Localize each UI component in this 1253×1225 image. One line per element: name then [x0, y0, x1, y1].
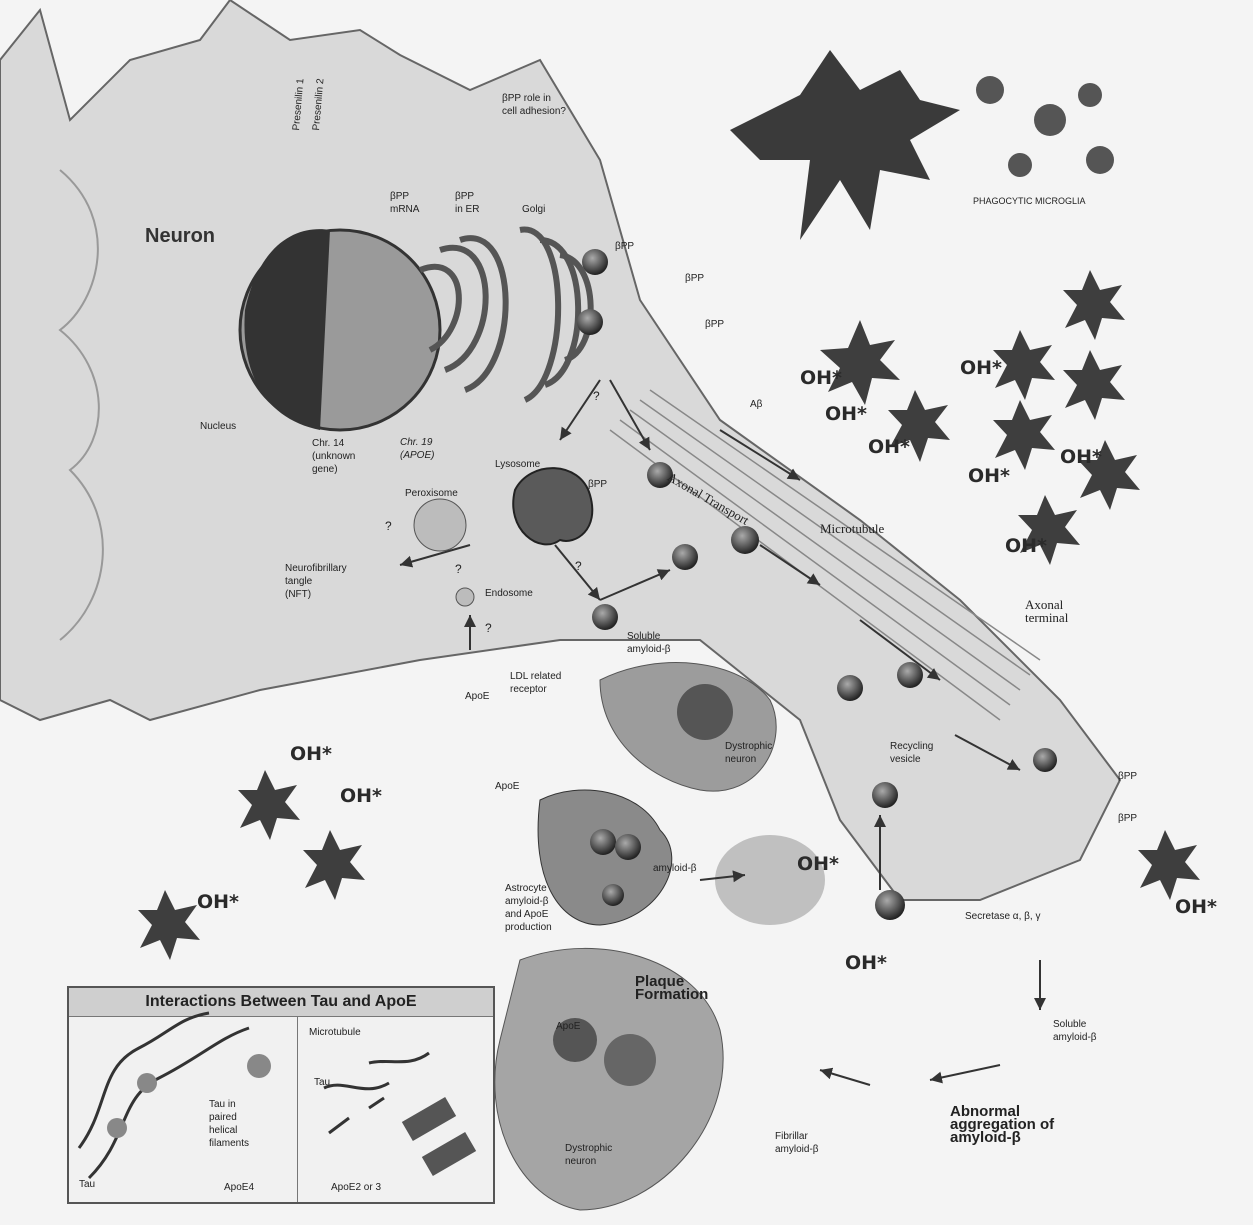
microtubule-label: Microtubule [820, 522, 884, 535]
axonal-terminal-label: Axonal terminal [1025, 598, 1068, 624]
bpp-er-label: βPP in ER [455, 190, 479, 216]
question-mark: ? [485, 622, 492, 635]
abnormal-aggregation-label: Abnormal aggregation of amyloid-β [950, 1105, 1054, 1144]
bpp-label-2: βPP [685, 272, 704, 285]
astrocyte [538, 790, 672, 925]
dystrophic-neuron-label-2: Dystrophic neuron [565, 1142, 612, 1168]
apoe-label-2: ApoE [495, 780, 519, 793]
oh-radical: OH* [290, 748, 332, 761]
golgi-label: Golgi [522, 203, 545, 216]
question-mark: ? [593, 390, 600, 403]
oh-radical: OH* [968, 470, 1010, 483]
apoe23-label: ApoE2 or 3 [331, 1181, 381, 1194]
oh-radical: OH* [797, 858, 839, 871]
oh-radical: OH* [1005, 540, 1047, 553]
nucleus-label: Nucleus [200, 420, 236, 433]
oh-radical: OH* [197, 896, 239, 909]
neuron-title: Neuron [145, 230, 215, 243]
plaque [715, 835, 825, 925]
oh-radical: OH* [845, 957, 887, 970]
bpp-label-6: βPP [1118, 812, 1137, 825]
tau-label-2: Tau [314, 1076, 330, 1089]
oh-radical: OH* [825, 408, 867, 421]
soluble-ab-label-1: Soluble amyloid-β [627, 630, 671, 656]
microglia-inset-cells [976, 76, 1114, 177]
secretase-label: Secretase α, β, γ [965, 910, 1040, 923]
endosome-label: Endosome [485, 587, 533, 600]
question-mark: ? [575, 560, 582, 573]
bpp-label-3: βPP [705, 318, 724, 331]
plaque-formation-label: Plaque Formation [635, 975, 708, 1001]
bpp-adhesion-label: βPP role in cell adhesion? [502, 92, 566, 118]
amyloid-b-label: amyloid-β [653, 862, 697, 875]
chr14-label: Chr. 14 (unknown gene) [312, 437, 355, 476]
ldl-receptor-label: LDL related receptor [510, 670, 561, 696]
nft-label: Neurofibrillary tangle (NFT) [285, 562, 347, 601]
oh-radical: OH* [960, 362, 1002, 375]
oh-radical: OH* [800, 372, 842, 385]
chr19-label: Chr. 19 (APOE) [400, 436, 434, 462]
apoe-label-3: ApoE [556, 1020, 580, 1033]
lysosome-label: Lysosome [495, 458, 540, 471]
astrocyte-label: Astrocyte amyloid-β and ApoE production [505, 882, 552, 934]
recycling-vesicle-label: Recycling vesicle [890, 740, 933, 766]
tau-phf-label: Tau in paired helical filaments [209, 1098, 249, 1150]
neuron-cell-body [0, 0, 1120, 900]
oh-radical: OH* [1060, 451, 1102, 464]
question-mark: ? [455, 563, 462, 576]
fibrillar-ab-label: Fibrillar amyloid-β [775, 1130, 819, 1156]
oh-radical: OH* [340, 790, 382, 803]
oh-radical: OH* [868, 441, 910, 454]
oh-radical: OH* [1175, 901, 1217, 914]
inset-illustration [69, 988, 493, 1202]
ab-label: Aβ [750, 398, 762, 411]
lysosome-shape [513, 468, 592, 544]
tau-label-1: Tau [79, 1178, 95, 1191]
bpp-label-4: βPP [588, 478, 607, 491]
inset-microtubule-label: Microtubule [309, 1026, 361, 1039]
apoe4-label: ApoE4 [224, 1181, 254, 1194]
bpp-label-5: βPP [1118, 770, 1137, 783]
bpp-label-1: βPP [615, 240, 634, 253]
soluble-ab-label-2: Soluble amyloid-β [1053, 1018, 1097, 1044]
tau-apoe-inset: Interactions Between Tau and ApoE Tau in… [67, 986, 495, 1204]
peroxisome-label: Peroxisome [405, 487, 458, 500]
bpp-mrna-label: βPP mRNA [390, 190, 419, 216]
microglia-label: PHAGOCYTIC MICROGLIA [973, 195, 1086, 208]
question-mark: ? [385, 520, 392, 533]
phagocytic-microglia-cell [730, 50, 960, 240]
apoe-label-1: ApoE [465, 690, 489, 703]
dystrophic-neuron-label-1: Dystrophic neuron [725, 740, 772, 766]
